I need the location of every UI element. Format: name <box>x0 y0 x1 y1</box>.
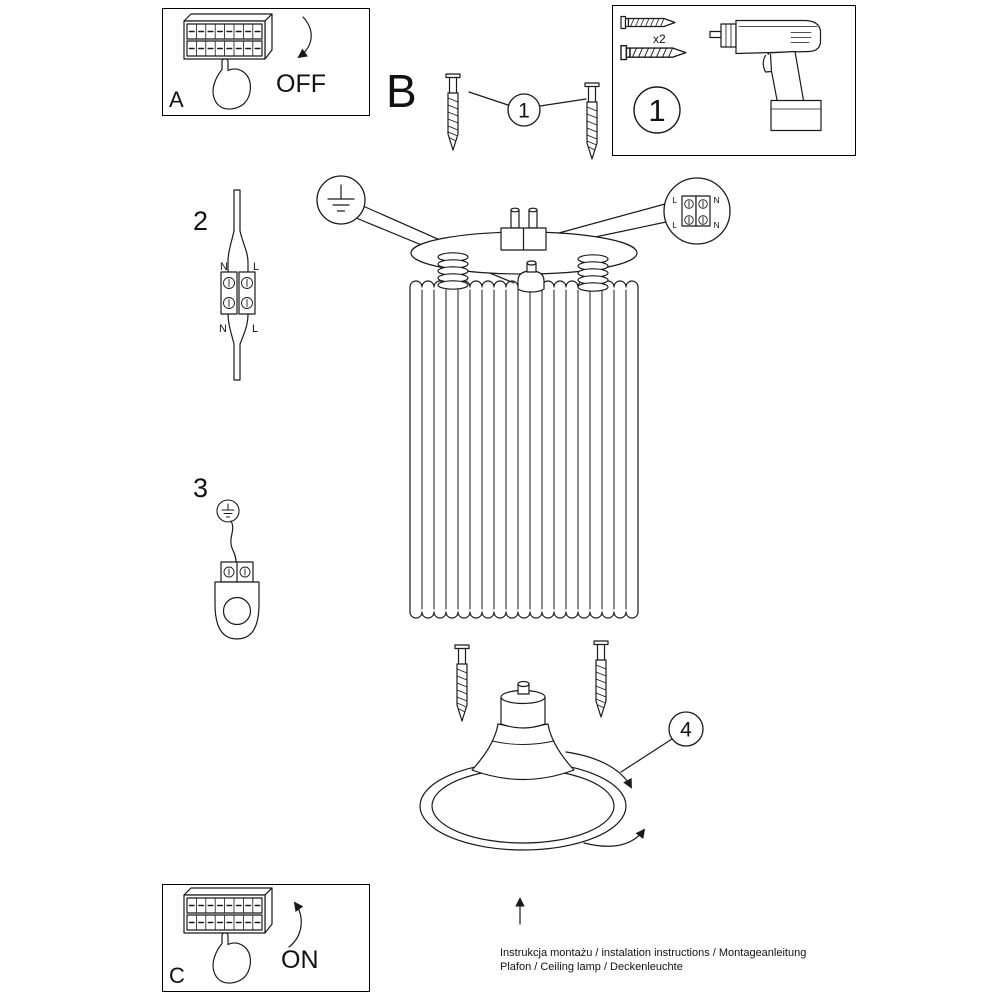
mounting-screws-top: 1 <box>445 73 600 160</box>
bulb-bell <box>471 723 575 781</box>
wire-connectors <box>220 271 256 315</box>
step1-circle <box>633 86 681 134</box>
box-power-on: ON C <box>162 884 370 992</box>
box-a-label: A <box>169 87 184 112</box>
switch-on-arrow-icon <box>288 901 304 948</box>
step1-number: 1 <box>648 93 665 128</box>
screw-icon-top-right <box>584 82 600 160</box>
terminal-label-tl: L <box>672 195 677 205</box>
section-b-label: B <box>386 65 417 117</box>
ground-callout-circle <box>316 175 366 225</box>
lamp-sides <box>409 286 639 613</box>
bracket-hole <box>222 596 252 626</box>
footer-line1: Instrukcja montażu / instalation instruc… <box>500 947 806 959</box>
step4-callout-line <box>620 738 673 773</box>
screw-icon-bottom-right <box>593 640 609 718</box>
ground-wire <box>230 520 237 563</box>
drill-icon <box>709 19 822 132</box>
step4-circle <box>668 711 704 747</box>
footer-line2: Plafon / Ceiling lamp / Deckenleuchte <box>500 961 683 973</box>
lamp-screw-coil-right <box>577 254 609 292</box>
step4-number: 4 <box>680 719 692 742</box>
step-2-wiring: 2 N L N L <box>193 189 259 381</box>
wire-fork-bottom <box>227 313 249 381</box>
terminal-label-bl: L <box>672 220 677 230</box>
step3-number: 3 <box>193 473 208 503</box>
step-4-bulb: 4 <box>419 680 704 851</box>
wire-label-l-bottom: L <box>252 323 258 335</box>
step2-number: 2 <box>193 206 208 236</box>
box-power-off: OFF A <box>162 8 370 116</box>
anchor-quantity: x2 <box>653 32 666 46</box>
earth-symbol-small-icon <box>221 503 235 518</box>
lamp-body <box>409 207 639 619</box>
wire-label-n-top: N <box>220 261 228 273</box>
cable-top <box>233 189 241 232</box>
on-label: ON <box>281 946 319 974</box>
footer: Instrukcja montażu / instalation instruc… <box>500 947 806 973</box>
screw-icon-top-left <box>445 73 461 151</box>
rotate-arrow-lower <box>583 828 646 847</box>
wire-fork-top <box>227 230 249 273</box>
screw-icon-bottom-left <box>454 644 470 722</box>
terminal-label-tr: N <box>714 195 720 205</box>
ground-symbol-circle <box>216 499 240 523</box>
box-tools: 1 x2 <box>612 5 856 156</box>
wire-label-n-bottom: N <box>219 323 227 335</box>
lamp-terminal-block <box>500 207 547 251</box>
off-label: OFF <box>276 70 326 98</box>
switch-off-arrow-icon <box>297 16 312 59</box>
lamp-flutes <box>421 289 627 610</box>
screw-callout-number: 1 <box>518 100 530 123</box>
lamp-bottom-scallop <box>409 611 639 619</box>
bulb-neck <box>500 696 546 729</box>
lamp-ground-dome <box>517 260 545 293</box>
box-c-label: C <box>169 963 185 988</box>
earth-symbol-icon <box>327 184 355 212</box>
terminal-callout: L N L N <box>547 177 731 248</box>
lamp-screw-coil-left <box>437 252 469 290</box>
screw-callout-circle <box>507 93 541 127</box>
terminal-label-br: N <box>714 220 720 230</box>
mounting-bracket <box>214 561 260 640</box>
wire-label-l-top: L <box>253 261 259 273</box>
screw-callout-lines <box>468 91 587 107</box>
rotate-arrow-upper <box>565 751 632 789</box>
step-3-ground: 3 <box>193 473 260 640</box>
